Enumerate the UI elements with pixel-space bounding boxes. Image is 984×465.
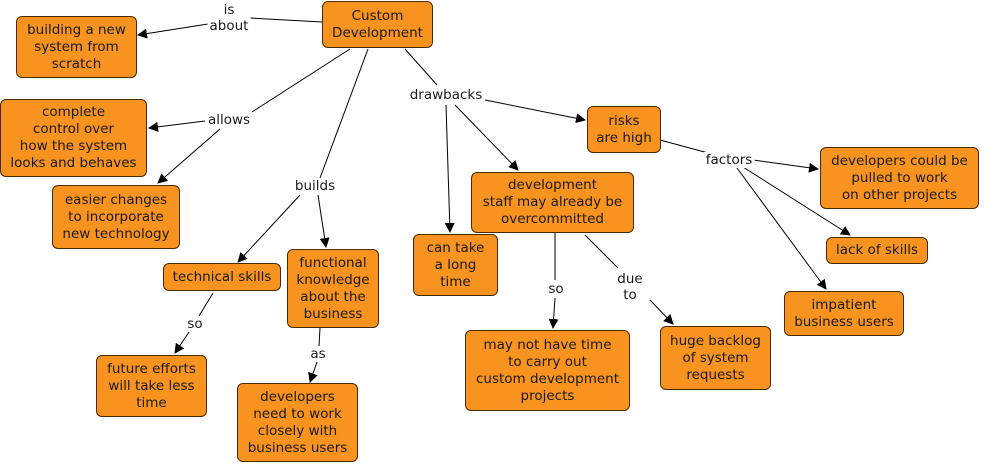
edge-cd-to-builds xyxy=(319,48,369,179)
edge-as-to-developers xyxy=(308,361,318,383)
edge-factors-to-pulled xyxy=(752,159,819,173)
node-lack-of-skills[interactable]: lack of skills xyxy=(826,237,928,264)
edge-dueto-to-backlog xyxy=(649,299,674,325)
edge-factors-to-impatient xyxy=(736,167,827,290)
edge-factors-to-lack xyxy=(742,166,851,236)
edge-isabout-to-building xyxy=(137,23,209,39)
edge-allows-to-easier xyxy=(157,128,221,184)
edge-so-to-future xyxy=(174,331,190,354)
label-so-technical: so xyxy=(185,316,205,332)
label-as-functional: as xyxy=(308,346,328,362)
node-impatient-users[interactable]: impatient business users xyxy=(784,291,904,336)
edge-builds-to-technical xyxy=(237,194,301,263)
edge-cd-to-allows xyxy=(251,48,351,113)
label-allows: allows xyxy=(205,112,253,128)
node-long-time[interactable]: can take a long time xyxy=(413,234,498,296)
edge-functional-to-as xyxy=(318,327,321,347)
edge-builds-to-functional xyxy=(317,194,330,248)
node-easier-changes[interactable]: easier changes to incorporate new techno… xyxy=(52,185,180,249)
edge-cd-to-drawbacks xyxy=(404,48,438,86)
label-so-staff: so xyxy=(546,281,566,297)
label-drawbacks: drawbacks xyxy=(407,87,485,103)
edge-risks-to-factors xyxy=(659,139,713,155)
node-technical-skills[interactable]: technical skills xyxy=(163,263,281,291)
node-staff-overcommitted[interactable]: development staff may already be overcom… xyxy=(471,172,634,233)
edge-drawbacks-to-staff xyxy=(454,104,519,171)
edge-drawbacks-to-longtime xyxy=(444,104,455,233)
node-custom-development[interactable]: Custom Development xyxy=(322,1,433,48)
label-factors: factors xyxy=(703,152,755,168)
node-risks-high[interactable]: risks are high xyxy=(587,106,661,153)
node-developers-work-closely[interactable]: developers need to work closely with bus… xyxy=(237,383,358,462)
node-huge-backlog[interactable]: huge backlog of system requests xyxy=(660,326,771,390)
edge-cd-to-isabout xyxy=(249,17,323,23)
label-is-about: is about xyxy=(207,2,251,34)
edge-allows-to-control xyxy=(148,120,206,132)
edge-technical-to-so xyxy=(198,292,214,317)
edge-drawbacks-to-risks xyxy=(484,99,586,124)
node-developers-pulled[interactable]: developers could be pulled to work on ot… xyxy=(820,147,979,209)
label-builds: builds xyxy=(292,178,338,194)
edge-staff-to-dueto xyxy=(584,234,619,269)
node-complete-control[interactable]: complete control over how the system loo… xyxy=(0,99,147,177)
label-due-to: due to xyxy=(615,271,645,303)
node-future-efforts[interactable]: future efforts will take less time xyxy=(96,355,207,417)
edge-so-to-notime xyxy=(548,297,559,329)
node-building-new-system[interactable]: building a new system from scratch xyxy=(16,16,137,78)
node-functional-knowledge[interactable]: functional knowledge about the business xyxy=(287,249,379,328)
node-no-time-projects[interactable]: may not have time to carry out custom de… xyxy=(465,330,630,411)
